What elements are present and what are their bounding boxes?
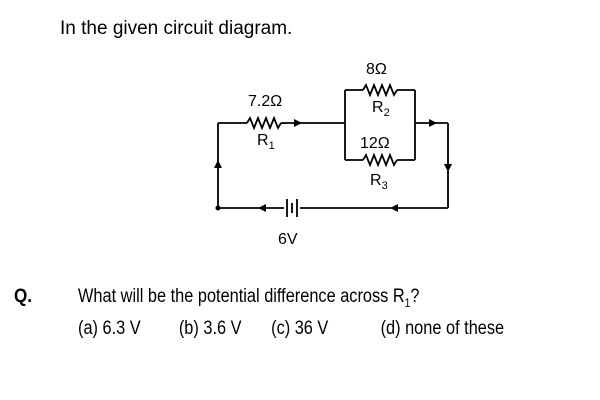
arrow-top-right — [429, 119, 437, 127]
arrow-bottom-left — [258, 204, 266, 212]
option-c[interactable]: (c) 36 V — [271, 318, 329, 339]
resistor-r2 — [362, 82, 398, 98]
battery-label: 6V — [278, 231, 298, 248]
option-a[interactable]: (a) 6.3 V — [78, 318, 141, 339]
arrow-bottom-right — [390, 204, 398, 212]
intro-text: In the given circuit diagram. — [60, 18, 293, 39]
junction-dot — [215, 205, 221, 211]
r2-value: 8Ω — [366, 61, 387, 78]
circuit-diagram: 7.2Ω R1 8Ω R2 12Ω R3 6V — [214, 61, 452, 248]
resistor-r3 — [362, 152, 398, 168]
question-marker: Q. — [14, 286, 33, 307]
option-b[interactable]: (b) 3.6 V — [178, 318, 242, 339]
arrow-left-up — [214, 160, 222, 168]
question-text: What will be the potential difference ac… — [78, 286, 420, 310]
r3-label: R3 — [370, 172, 388, 192]
arrow-right-down — [444, 164, 452, 172]
option-d[interactable]: (d) none of these — [380, 318, 505, 339]
answer-options: (a) 6.3 V (b) 3.6 V (c) 36 V (d) none of… — [78, 318, 504, 340]
r1-value: 7.2Ω — [248, 93, 282, 110]
resistor-r1 — [246, 115, 282, 131]
r2-label: R2 — [372, 99, 390, 119]
r1-label: R1 — [257, 132, 275, 152]
r3-value: 12Ω — [360, 135, 390, 152]
arrow-top-mid — [294, 119, 302, 127]
